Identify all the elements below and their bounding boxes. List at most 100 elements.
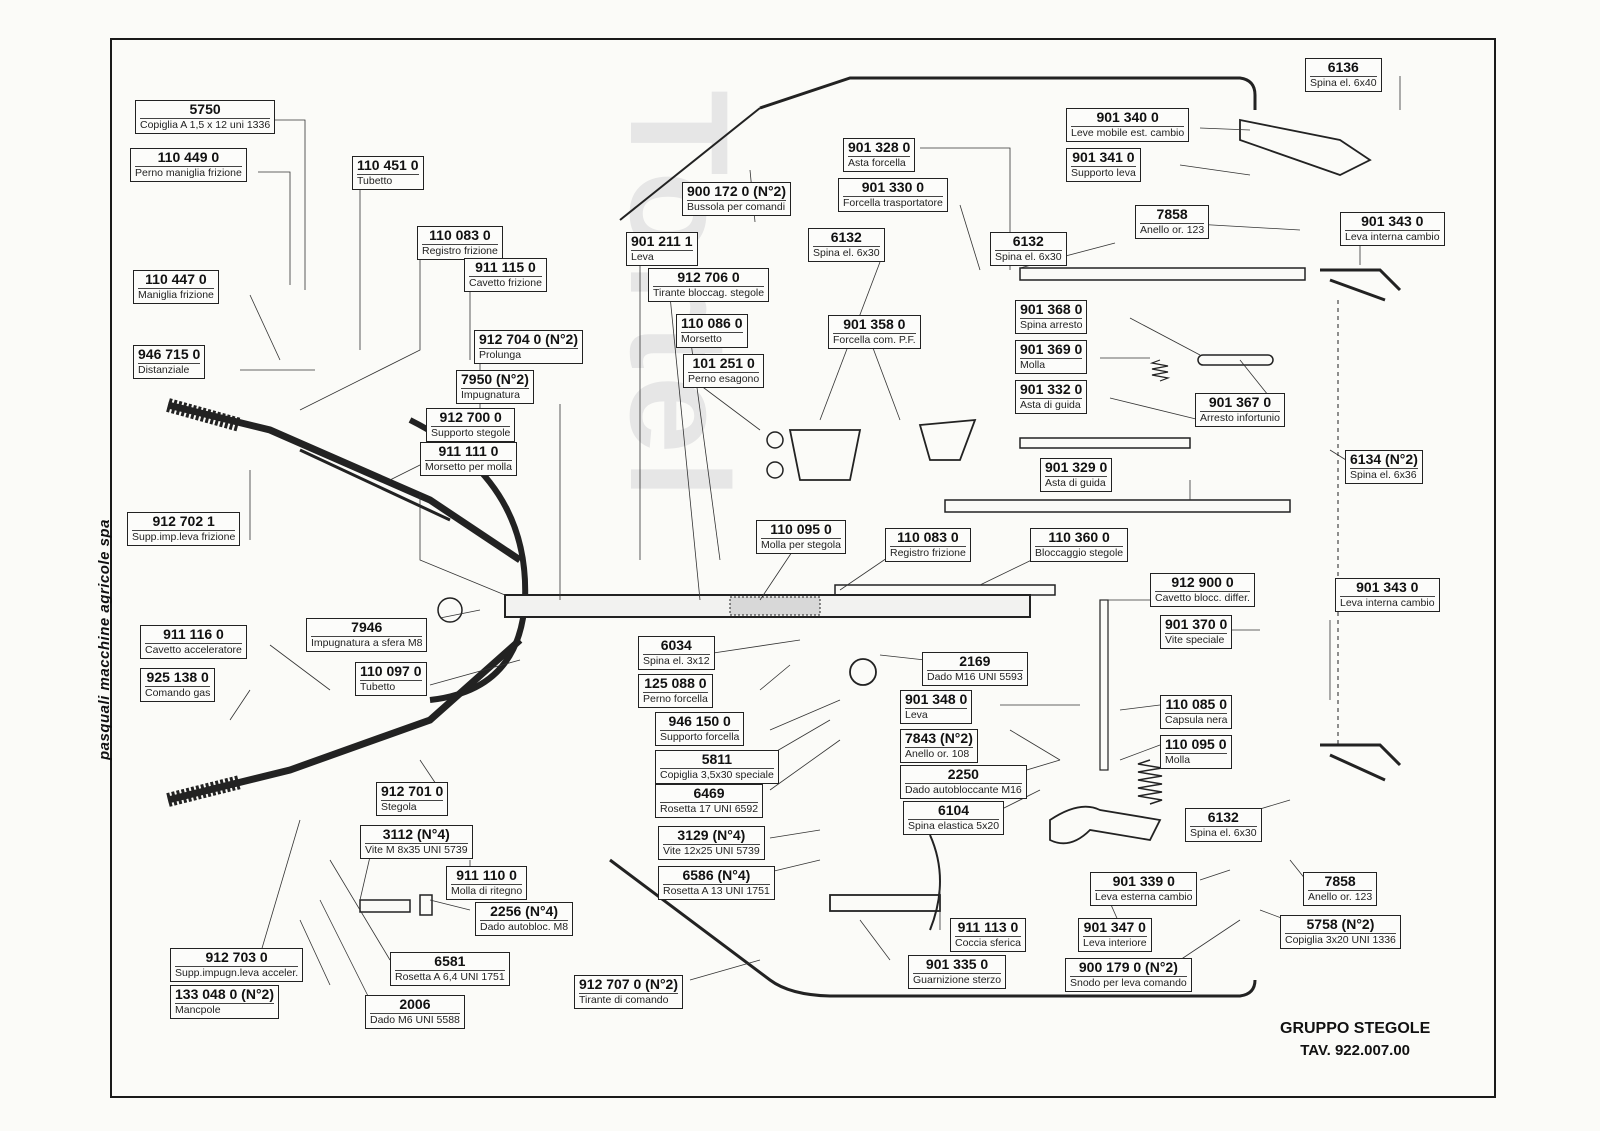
part-description: Spina el. 3x12 (643, 653, 710, 667)
part-code: 912 707 0 (N°2) (579, 976, 678, 992)
part-description: Molla di ritegno (451, 883, 523, 897)
part-label: 900 179 0 (N°2)Snodo per leva comando (1065, 958, 1192, 992)
table-reference: TAV. 922.007.00 (1300, 1042, 1411, 1059)
part-description: Leva (905, 707, 968, 721)
part-description: Dado autobloc. M8 (480, 919, 569, 933)
part-description: Spina arresto (1020, 317, 1083, 331)
part-code: 912 900 0 (1171, 574, 1234, 590)
part-description: Anello or. 123 (1308, 889, 1373, 903)
part-description: Copiglia A 1,5 x 12 uni 1336 (140, 117, 271, 131)
part-description: Perno forcella (643, 691, 708, 705)
part-code: 5758 (N°2) (1306, 916, 1375, 932)
part-code: 2006 (399, 996, 431, 1012)
part-code: 110 097 0 (360, 663, 422, 679)
part-code: 6132 (1207, 809, 1239, 825)
part-code: 101 251 0 (692, 355, 755, 371)
part-code: 912 701 0 (381, 783, 444, 799)
spring-lower (1137, 759, 1163, 805)
part-description: Cavetto frizione (469, 275, 542, 289)
part-description: Vite speciale (1165, 632, 1228, 646)
part-description: Bloccaggio stegole (1035, 545, 1124, 559)
part-description: Anello or. 108 (905, 746, 973, 760)
title-block: GRUPPO STEGOLE TAV. 922.007.00 (1280, 1020, 1430, 1059)
part-code: 901 368 0 (1020, 301, 1083, 317)
part-code: 110 449 0 (157, 149, 220, 165)
part-code: 6104 (937, 802, 970, 818)
part-description: Cavetto acceleratore (145, 642, 242, 656)
part-code: 901 339 0 (1112, 873, 1175, 889)
guide-rod-middle (1019, 437, 1191, 449)
part-description: Cavetto blocc. differ. (1155, 590, 1250, 604)
part-code: 901 343 0 (1361, 213, 1424, 229)
part-label: 7843 (N°2)Anello or. 108 (900, 729, 978, 763)
part-code: 125 088 0 (644, 675, 707, 691)
part-description: Perno esagono (688, 371, 760, 385)
lower-handlebar (167, 637, 523, 804)
part-description: Registro frizione (890, 545, 966, 559)
part-description: Capsula nera (1165, 712, 1228, 726)
part-code: 901 370 0 (1165, 616, 1228, 632)
part-code: 901 367 0 (1208, 394, 1272, 410)
part-description: Mancpole (175, 1002, 274, 1016)
part-label: 7950 (N°2)Impugnatura (456, 370, 534, 404)
part-description: Morsetto per molla (425, 459, 512, 473)
part-code: 6136 (1327, 59, 1359, 75)
part-code: 3112 (N°4) (382, 826, 450, 842)
gear-lever-upper (1320, 268, 1402, 302)
part-code: 110 086 0 (681, 315, 743, 331)
part-description: Leva esterna cambio (1095, 889, 1193, 903)
bolt-m8 (359, 899, 411, 913)
part-code: 901 335 0 (925, 956, 989, 972)
part-code: 912 702 1 (152, 513, 215, 529)
part-description: Leva interna cambio (1345, 229, 1440, 243)
part-description: Molla per stegola (761, 537, 841, 551)
part-description: Tubetto (357, 173, 419, 187)
fork-left (788, 429, 862, 481)
part-description: Asta di guida (1045, 475, 1108, 489)
part-description: Impugnatura (461, 387, 529, 401)
drawing-frame (110, 38, 1496, 1098)
part-description: Tirante bloccag. stegole (653, 285, 765, 299)
part-code: 6586 (N°4) (682, 867, 751, 883)
part-description: Arresto infortunio (1200, 410, 1280, 424)
part-description: Copiglia 3x20 UNI 1336 (1285, 932, 1396, 946)
part-description: Forcella trasportatore (843, 195, 943, 209)
part-code: 946 715 0 (138, 346, 201, 362)
part-code: 901 330 0 (861, 179, 925, 195)
stop-pin (1197, 354, 1274, 366)
top-control-rod (759, 76, 1257, 110)
part-code: 911 116 0 (163, 626, 224, 642)
part-code: 901 328 0 (848, 139, 911, 155)
part-description: Molla (1020, 357, 1083, 371)
drawing-title: GRUPPO STEGOLE (1280, 1020, 1431, 1037)
part-code: 3129 (N°4) (677, 827, 746, 843)
part-code: 901 211 1 (631, 233, 693, 249)
part-code: 925 138 0 (146, 669, 209, 685)
ball-cap-plate (829, 894, 941, 912)
